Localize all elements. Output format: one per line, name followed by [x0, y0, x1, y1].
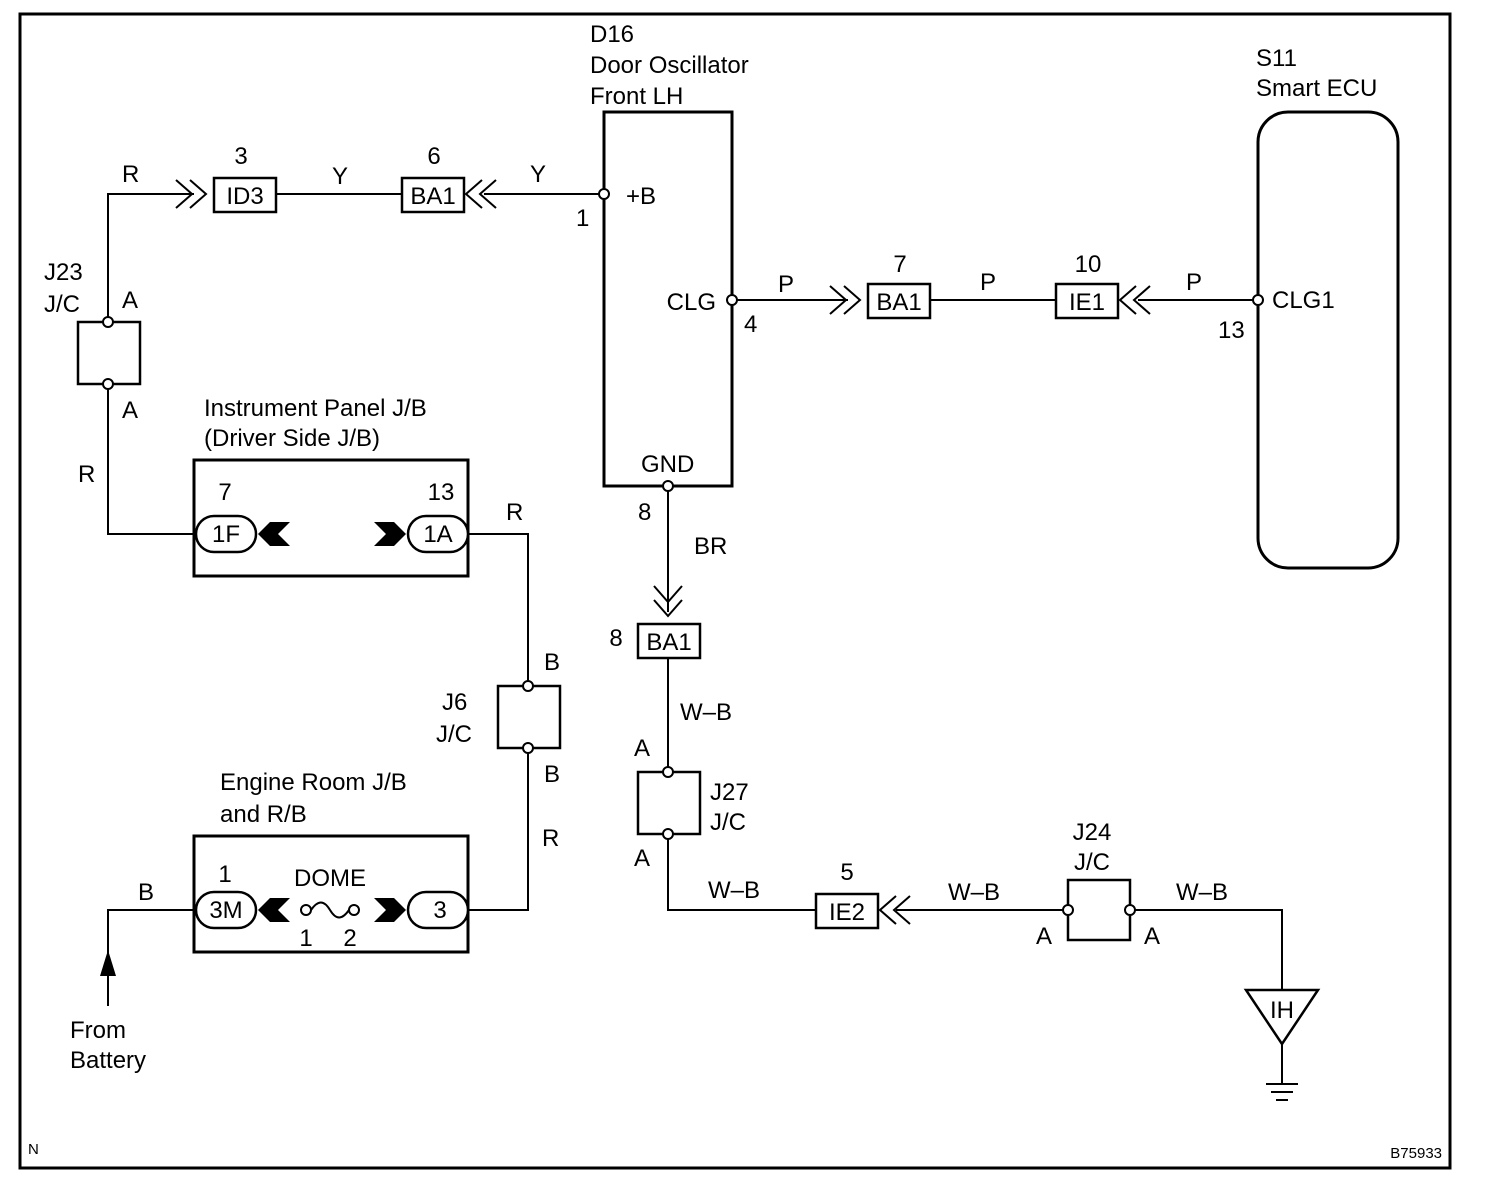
dome-pin-right: 2 [343, 925, 356, 952]
j24-id: J24 [1073, 819, 1112, 846]
ip-jb-line2: (Driver Side J/B) [204, 425, 380, 452]
j27-junction-connector: J27 J/C A A [634, 735, 749, 872]
ie1-pin: 10 [1075, 251, 1102, 278]
d16-name-line2: Front LH [590, 83, 683, 110]
wire-p-3: P [1186, 269, 1202, 296]
j23-id: J23 [44, 259, 83, 286]
ie2-label: IE2 [829, 899, 865, 926]
j6-pin-b-top: B [544, 649, 560, 676]
er-3m-label: 3M [209, 897, 242, 924]
ground-label: IH [1270, 997, 1294, 1024]
wire-b-1: B [138, 879, 154, 906]
d16-id: D16 [590, 21, 634, 48]
dome-pin-left: 1 [299, 925, 312, 952]
er-jb-line1: Engine Room J/B [220, 769, 407, 796]
wire-r-3: R [506, 499, 523, 526]
j6-id: J6 [442, 689, 467, 716]
connector-ba1-mid: BA1 7 [829, 251, 932, 320]
d16-b-name: +B [626, 183, 656, 210]
ip-1f-pin: 7 [218, 479, 231, 506]
wire-y-2: Y [530, 161, 546, 188]
dome-fuse-label: DOME [294, 865, 366, 892]
j24-pin-a-right: A [1144, 923, 1160, 950]
connector-ie2: IE2 5 [814, 859, 911, 930]
ba1-top-label: BA1 [410, 183, 455, 210]
ba1-mid-pin: 7 [893, 251, 906, 278]
engine-room-jb: Engine Room J/B and R/B 3M 1 3 DOME 1 2 [192, 769, 470, 954]
j27-id: J27 [710, 779, 749, 806]
ba1-low-pin: 8 [609, 625, 622, 652]
j23-type: J/C [44, 291, 80, 318]
ip-1f-label: 1F [212, 521, 240, 548]
d16-gnd-pin: 8 [638, 499, 651, 526]
j27-pin-a-top: A [634, 735, 650, 762]
d16-name-line1: Door Oscillator [590, 52, 749, 79]
ie2-pin: 5 [840, 859, 853, 886]
battery-line1: From [70, 1017, 126, 1044]
er-jb-line2: and R/B [220, 801, 307, 828]
er-3m-pin: 1 [218, 861, 231, 888]
ie1-label: IE1 [1069, 289, 1105, 316]
wire-p-1: P [778, 271, 794, 298]
wire-r-4: R [542, 825, 559, 852]
ba1-mid-label: BA1 [876, 289, 921, 316]
corner-left: N [28, 1141, 39, 1158]
id3-label: ID3 [226, 183, 263, 210]
ip-1a-pin: 13 [428, 479, 455, 506]
d16-clg-name: CLG [667, 289, 716, 316]
wire-r-2: R [78, 461, 95, 488]
j24-junction-connector: J24 J/C A A [1036, 819, 1160, 950]
j6-type: J/C [436, 721, 472, 748]
ip-jb-line1: Instrument Panel J/B [204, 395, 427, 422]
s11-name: Smart ECU [1256, 75, 1377, 102]
d16-b-pin: 1 [576, 205, 589, 232]
wire-wb-1: W–B [680, 699, 732, 726]
d16-clg-pin: 4 [744, 311, 757, 338]
wire-br: BR [694, 533, 727, 560]
wire-wb-4: W–B [1176, 879, 1228, 906]
connector-ie1: IE1 10 [1054, 251, 1151, 320]
er-3-label: 3 [433, 897, 446, 924]
j6-junction-connector: J6 J/C B B [436, 649, 562, 788]
j24-type: J/C [1074, 849, 1110, 876]
wire-r-1: R [122, 161, 139, 188]
j24-pin-a-left: A [1036, 923, 1052, 950]
d16-door-oscillator: D16 Door Oscillator Front LH +B 1 CLG 4 … [576, 21, 757, 526]
s11-clg1-pin: 13 [1218, 317, 1245, 344]
j23-pin-a-top: A [122, 287, 138, 314]
frame [18, 12, 1452, 1170]
ip-1a-label: 1A [423, 521, 452, 548]
wire-wb-3: W–B [948, 879, 1000, 906]
wire-color-labels: R Y Y R R R B P P P BR W–B W–B W–B W–B [78, 161, 1228, 906]
j27-pin-a-bottom: A [634, 845, 650, 872]
j23-pin-a-bottom: A [122, 397, 138, 424]
ba1-top-pin: 6 [427, 143, 440, 170]
ground-ih: IH [1243, 988, 1321, 1101]
j27-type: J/C [710, 809, 746, 836]
j23-junction-connector: J23 J/C A A [44, 259, 142, 424]
connector-ba1-top: BA1 6 [400, 143, 497, 214]
battery-line2: Battery [70, 1047, 146, 1074]
s11-smart-ecu: S11 Smart ECU CLG1 13 [1218, 45, 1400, 570]
instrument-panel-jb: Instrument Panel J/B (Driver Side J/B) 1… [192, 395, 470, 578]
connector-ba1-low: BA1 8 [609, 585, 702, 660]
d16-gnd-name: GND [641, 451, 694, 478]
connector-id3: ID3 3 [175, 143, 278, 214]
ba1-low-label: BA1 [646, 629, 691, 656]
diagram-code: B75933 [1390, 1145, 1442, 1162]
wire-y-1: Y [332, 163, 348, 190]
battery-source: From Battery [70, 950, 146, 1074]
s11-clg1-name: CLG1 [1272, 287, 1335, 314]
wire-p-2: P [980, 269, 996, 296]
s11-id: S11 [1256, 45, 1297, 72]
id3-pin: 3 [234, 143, 247, 170]
wire-wb-2: W–B [708, 877, 760, 904]
j6-pin-b-bottom: B [544, 761, 560, 788]
